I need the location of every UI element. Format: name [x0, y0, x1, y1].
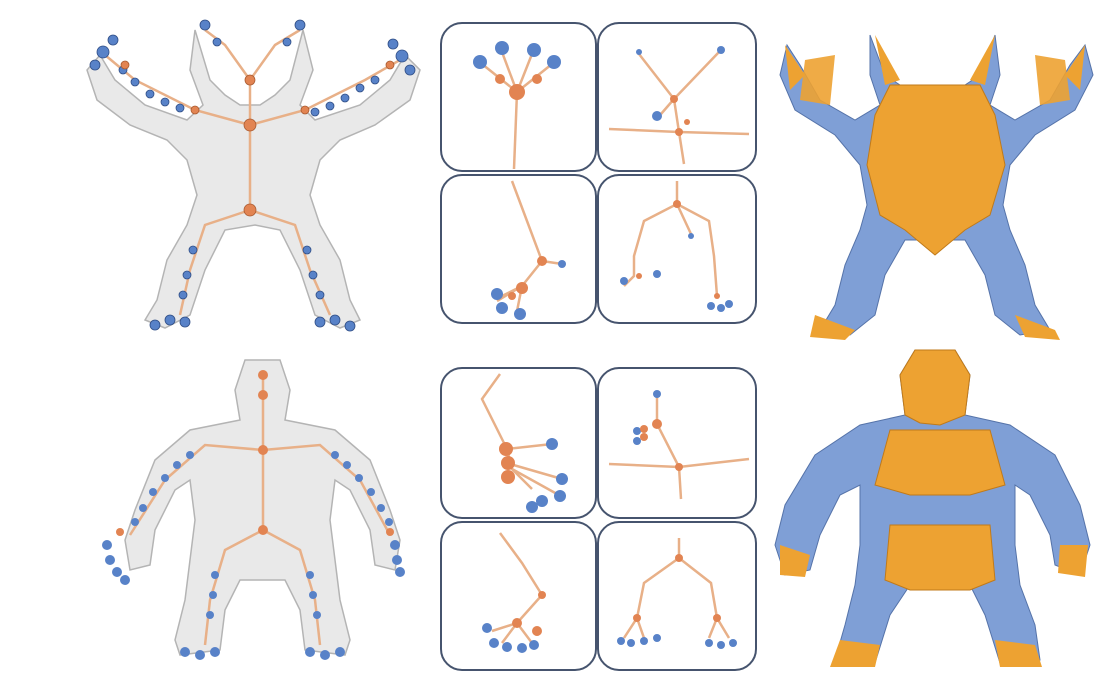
armadillo-segmented-mesh [775, 15, 1095, 345]
gorilla-card-hand [440, 367, 597, 519]
armadillo-card-head [597, 22, 757, 172]
armadillo-card-hand-2 [440, 174, 597, 324]
armadillo-card-hand [440, 22, 597, 172]
armadillo-card-legs [597, 174, 757, 324]
gorilla-skeleton-figure [95, 350, 425, 665]
gorilla-card-legs [597, 521, 757, 671]
gorilla-card-hand-2 [440, 521, 597, 671]
gorilla-segmented-mesh [770, 345, 1095, 670]
chest-orange [875, 430, 1005, 495]
belly-orange [885, 525, 995, 590]
head-orange [900, 350, 970, 425]
armadillo-skeleton-figure [75, 10, 425, 345]
gorilla-card-head [597, 367, 757, 519]
